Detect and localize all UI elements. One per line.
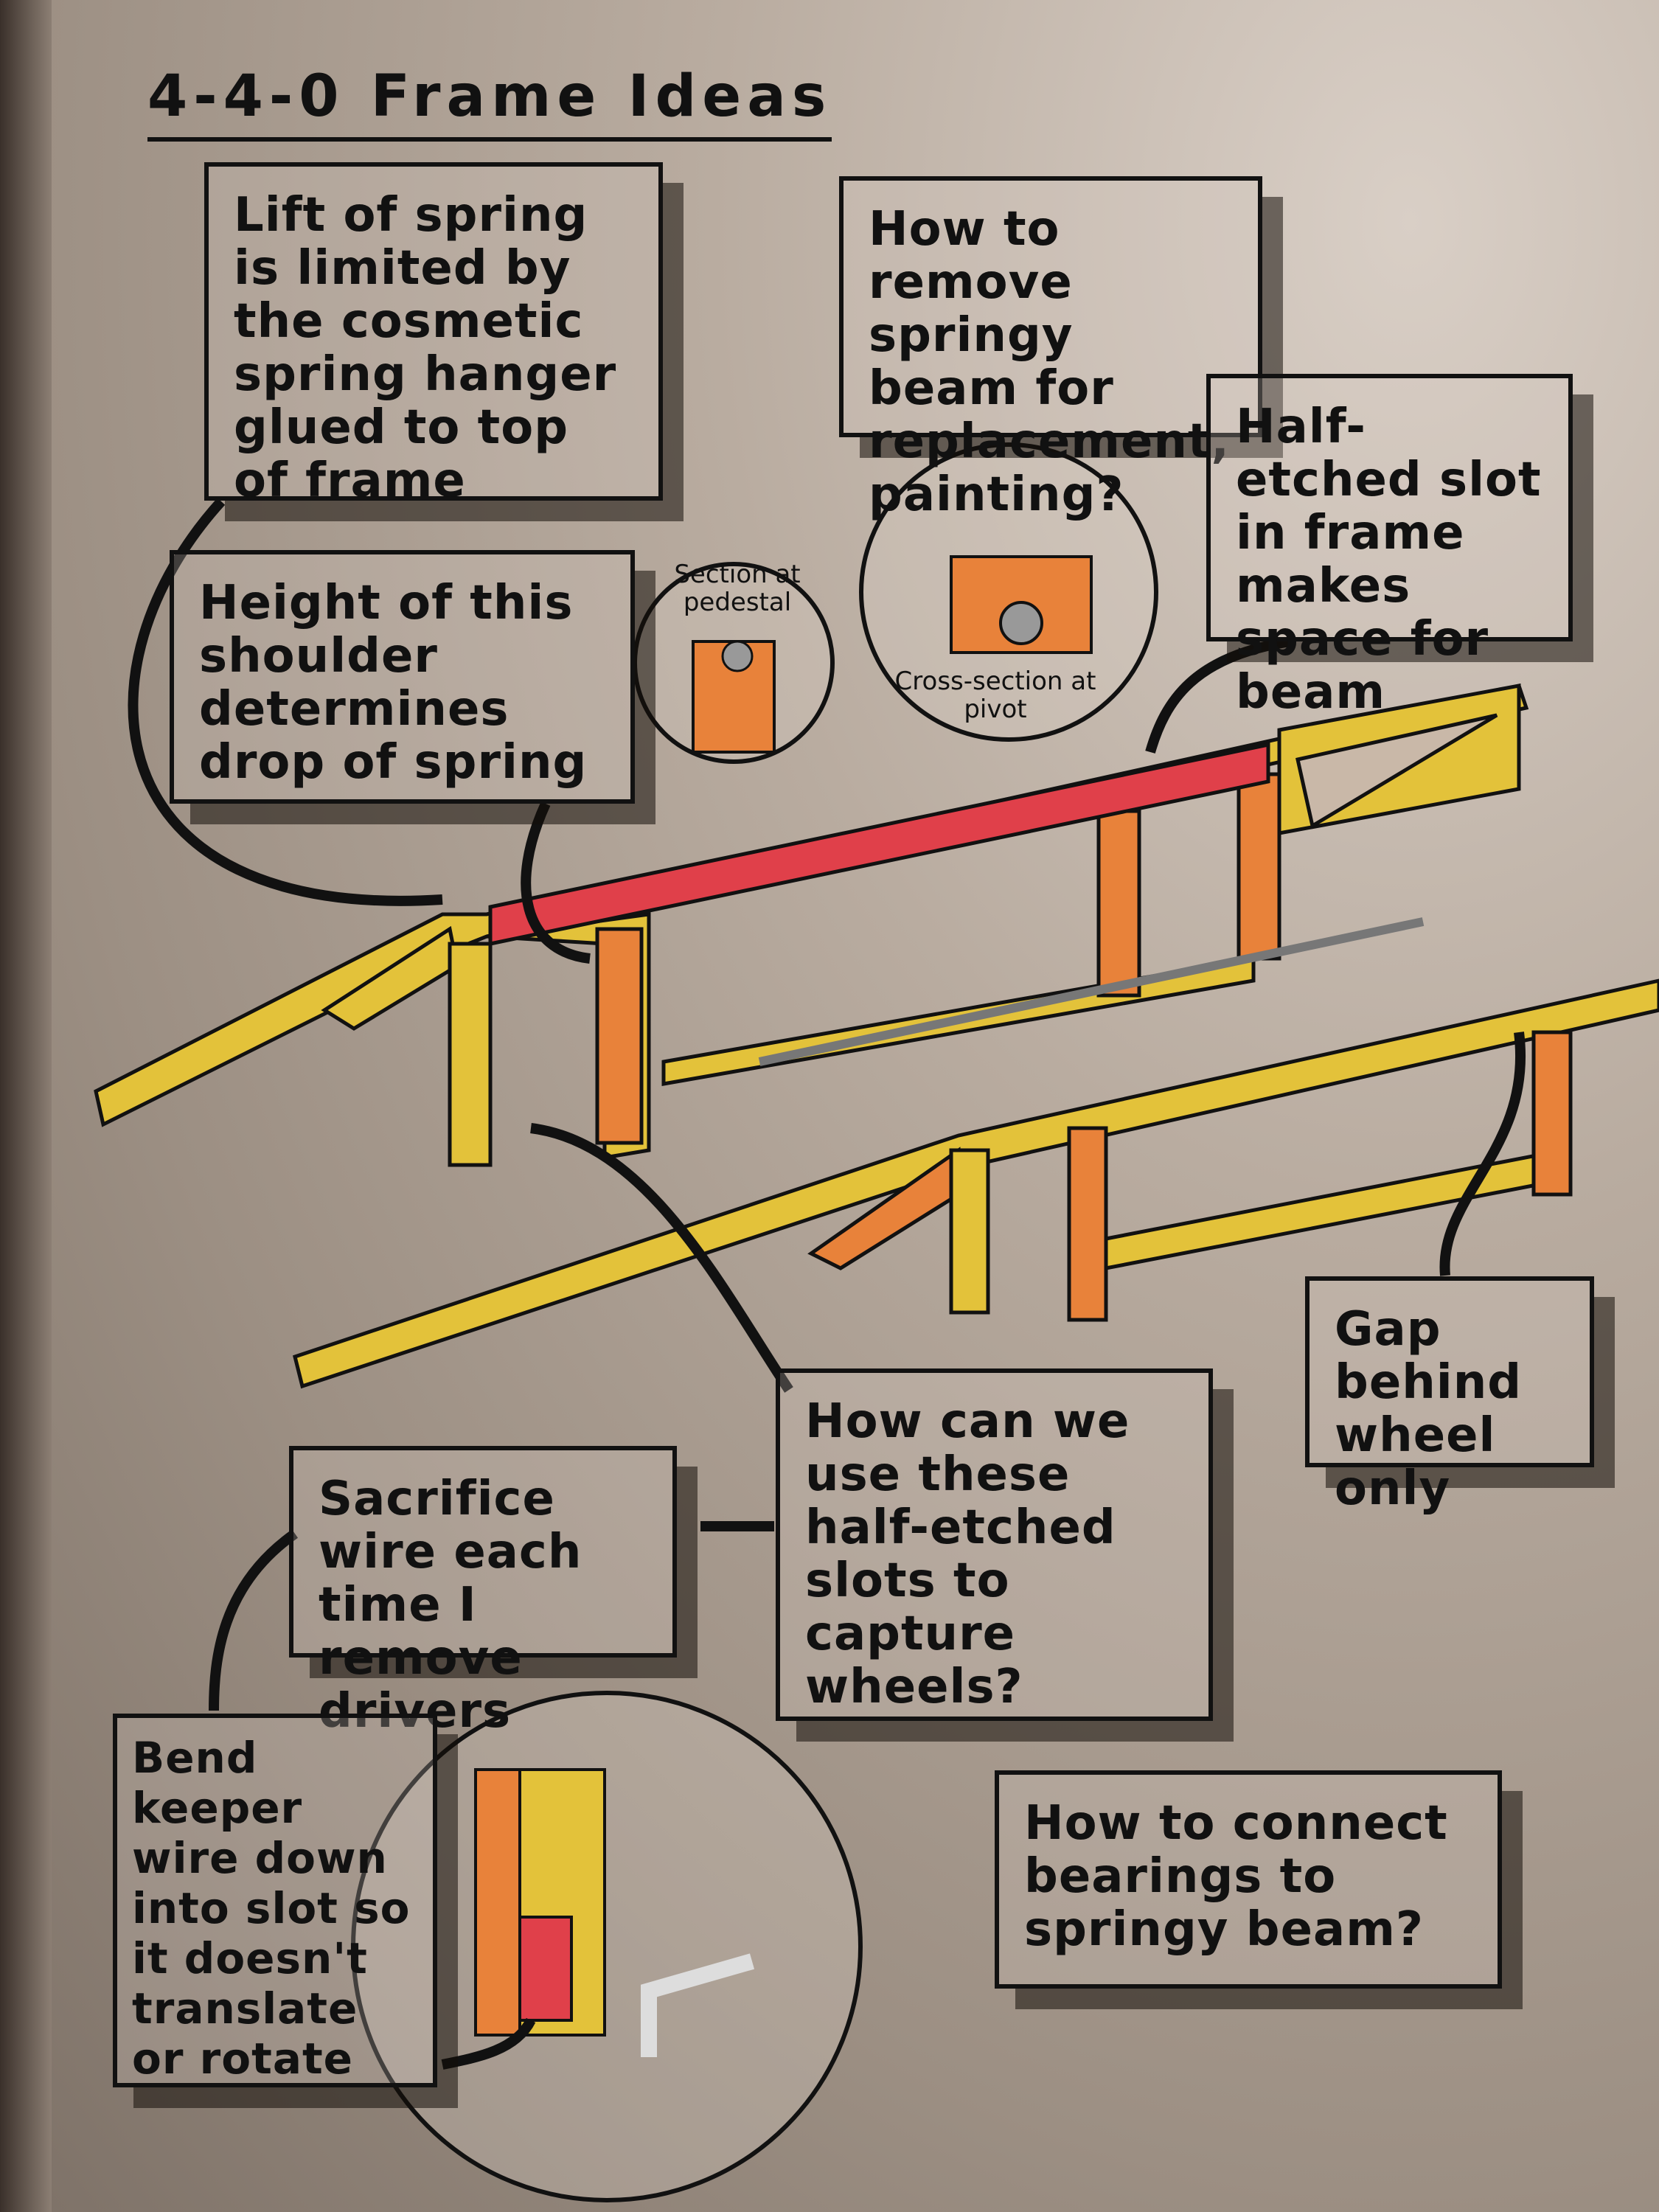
note-remove-beam: How to remove springy beam for replaceme… (839, 176, 1262, 521)
note-capture-wheels: How can we use these half-etched slots t… (776, 1368, 1213, 1721)
note-sacrifice-wire: Sacrifice wire each time I remove driver… (289, 1446, 677, 1738)
callout-arrows (128, 498, 1526, 2070)
upper-frame (94, 683, 1529, 1167)
note-spring-lift: Lift of spring is limited by the cosmeti… (204, 162, 663, 507)
note-connect-bearings: How to connect bearings to springy beam? (995, 1770, 1502, 1989)
page-title: 4-4-0 Frame Ideas (147, 63, 832, 142)
label-cross-section-pivot: Cross-section at pivot (894, 667, 1096, 724)
note-half-etched-slot: Half-etched slot in frame makes space fo… (1206, 374, 1573, 719)
sketchbook-spine (0, 0, 52, 2212)
note-gap-behind: Gap behind wheel only (1305, 1276, 1594, 1515)
note-shoulder-height: Height of this shoulder determines drop … (170, 550, 635, 804)
axle-rod (758, 917, 1425, 1066)
note-bend-keeper: Bend keeper wire down into slot so it do… (113, 1714, 437, 2087)
label-section-pedestal: Section at pedestal (674, 560, 801, 617)
lower-frame (293, 978, 1659, 1389)
